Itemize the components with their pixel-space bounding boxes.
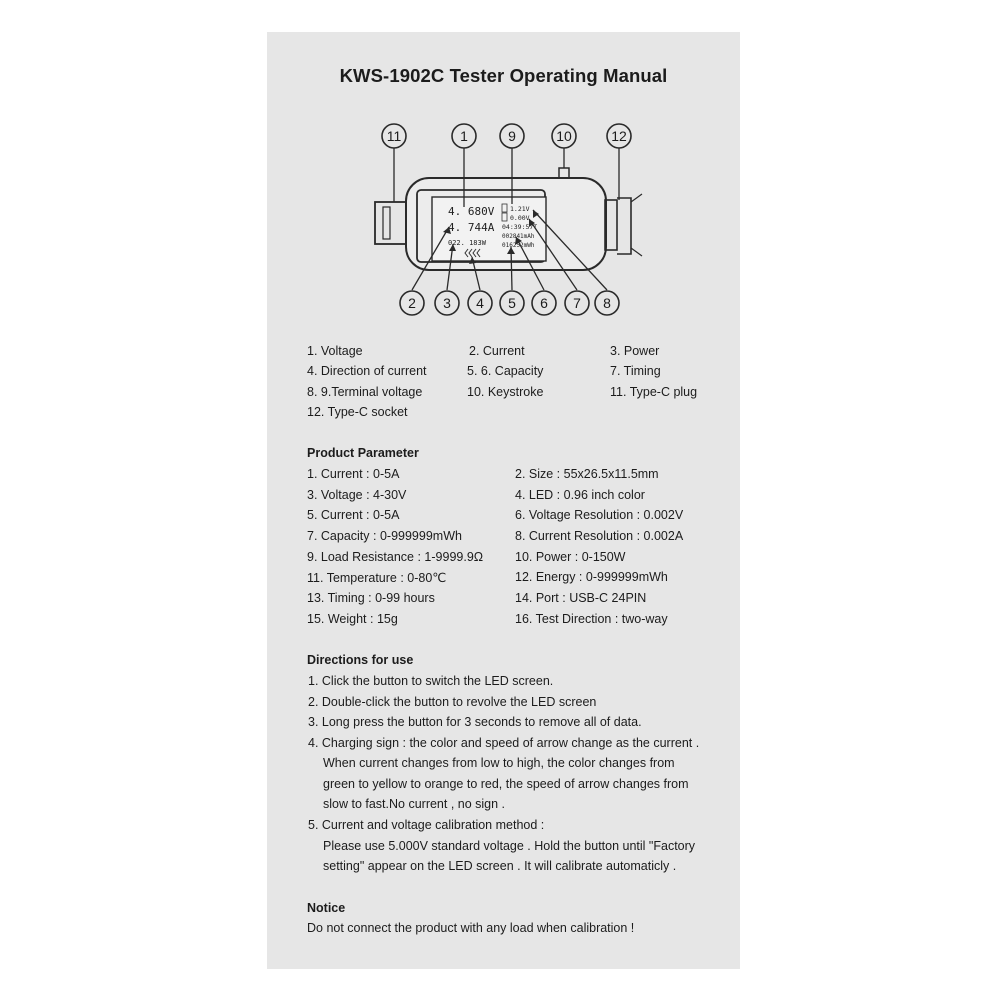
direction-line: When current changes from low to high, t… — [323, 756, 675, 770]
direction-line: 5. Current and voltage calibration metho… — [308, 818, 545, 832]
direction-line: Please use 5.000V standard voltage . Hol… — [323, 839, 696, 853]
direction-line: setting" appear on the LED screen . It w… — [323, 859, 677, 873]
callout-6: 6 — [540, 295, 548, 311]
callout-11: 11 — [387, 128, 402, 144]
parameter-item: 14. Port : USB-C 24PIN — [515, 591, 647, 605]
keystroke-button — [558, 167, 570, 179]
parameter-item: 12. Energy : 0-999999mWh — [515, 570, 668, 584]
notice-text: Do not connect the product with any load… — [307, 921, 635, 935]
screen-capacity: 002841mAh — [502, 233, 535, 240]
dplus-icon — [501, 203, 508, 213]
parameter-item: 9. Load Resistance : 1-9999.9Ω — [307, 550, 484, 564]
callout-7: 7 — [573, 295, 581, 311]
legend-item: 4. Direction of current — [307, 364, 427, 378]
parameter-item: 5. Current : 0-5A — [307, 508, 400, 522]
callout-12: 12 — [611, 128, 627, 144]
callout-5: 5 — [508, 295, 516, 311]
screen-voltage: 4. 680V — [448, 205, 495, 218]
leader-arrowheads — [443, 210, 539, 264]
parameter-item: 13. Timing : 0-99 hours — [307, 591, 435, 605]
screen-energy: 016252mWh — [502, 242, 535, 249]
parameter-item: 1. Current : 0-5A — [307, 467, 400, 481]
dminus-icon — [501, 212, 508, 222]
parameter-item: 10. Power : 0-150W — [515, 550, 626, 564]
legend-item: 7. Timing — [610, 364, 661, 378]
direction-line: slow to fast.No current , no sign . — [323, 797, 506, 811]
parameter-item: 11. Temperature : 0-80℃ — [307, 571, 447, 585]
parameter-item: 8. Current Resolution : 0.002A — [515, 529, 684, 543]
direction-line: 2. Double-click the button to revolve th… — [308, 695, 597, 709]
legend-item: 11. Type-C plug — [610, 385, 698, 399]
parameter-item: 7. Capacity : 0-999999mWh — [307, 529, 462, 543]
parameters-heading: Product Parameter — [307, 446, 419, 460]
callouts-bottom: 2 3 4 5 6 7 8 — [399, 290, 620, 316]
parameter-item: 16. Test Direction : two-way — [515, 612, 668, 626]
callout-10: 10 — [556, 128, 572, 144]
manual-page: KWS-1902C Tester Operating Manual 4. 680… — [267, 32, 740, 969]
notice-heading: Notice — [307, 901, 346, 915]
legend-item: 12. Type-C socket — [307, 405, 408, 419]
directions-heading: Directions for use — [307, 653, 414, 667]
legend-item: 8. 9.Terminal voltage — [307, 385, 423, 399]
direction-line: 3. Long press the button for 3 seconds t… — [308, 715, 642, 729]
screen-dminus: 0.00V — [510, 214, 530, 222]
page-title: KWS-1902C Tester Operating Manual — [339, 65, 668, 86]
parameter-item: 2. Size : 55x26.5x11.5mm — [515, 467, 659, 481]
legend-item: 2. Current — [469, 344, 525, 358]
direction-line: green to yellow to orange to red, the sp… — [323, 777, 689, 791]
legend-item: 5. 6. Capacity — [467, 364, 544, 378]
direction-line: 4. Charging sign : the color and speed o… — [308, 736, 700, 750]
legend-item: 3. Power — [610, 344, 660, 358]
callout-9: 9 — [508, 128, 516, 144]
screen-current: 4. 744A — [448, 221, 495, 234]
parameter-item: 15. Weight : 15g — [307, 612, 398, 626]
callout-8: 8 — [603, 295, 611, 311]
legend-item: 10. Keystroke — [467, 385, 544, 399]
parameter-item: 3. Voltage : 4-30V — [307, 488, 407, 502]
device-diagram: 4. 680V 4. 744A 022. 183W 1.21V 0.00V 04… — [374, 123, 643, 316]
callout-2: 2 — [408, 295, 416, 311]
screen-dplus: 1.21V — [510, 205, 530, 213]
screen-power: 022. 183W — [448, 239, 487, 247]
callout-4: 4 — [476, 295, 484, 311]
legend-item: 1. Voltage — [307, 344, 363, 358]
leader-lines — [393, 148, 620, 291]
current-direction-arrows — [464, 248, 481, 258]
callout-3: 3 — [443, 295, 451, 311]
callout-1: 1 — [460, 128, 468, 144]
callouts-top: 11 1 9 10 12 — [381, 123, 632, 149]
type-c-plug — [374, 201, 408, 245]
parameter-item: 4. LED : 0.96 inch color — [515, 488, 645, 502]
type-c-socket — [604, 193, 643, 257]
device-body — [405, 177, 607, 271]
direction-line: 1. Click the button to switch the LED sc… — [308, 674, 554, 688]
screen-time: 04:39:57T — [502, 223, 537, 231]
parameter-item: 6. Voltage Resolution : 0.002V — [515, 508, 684, 522]
